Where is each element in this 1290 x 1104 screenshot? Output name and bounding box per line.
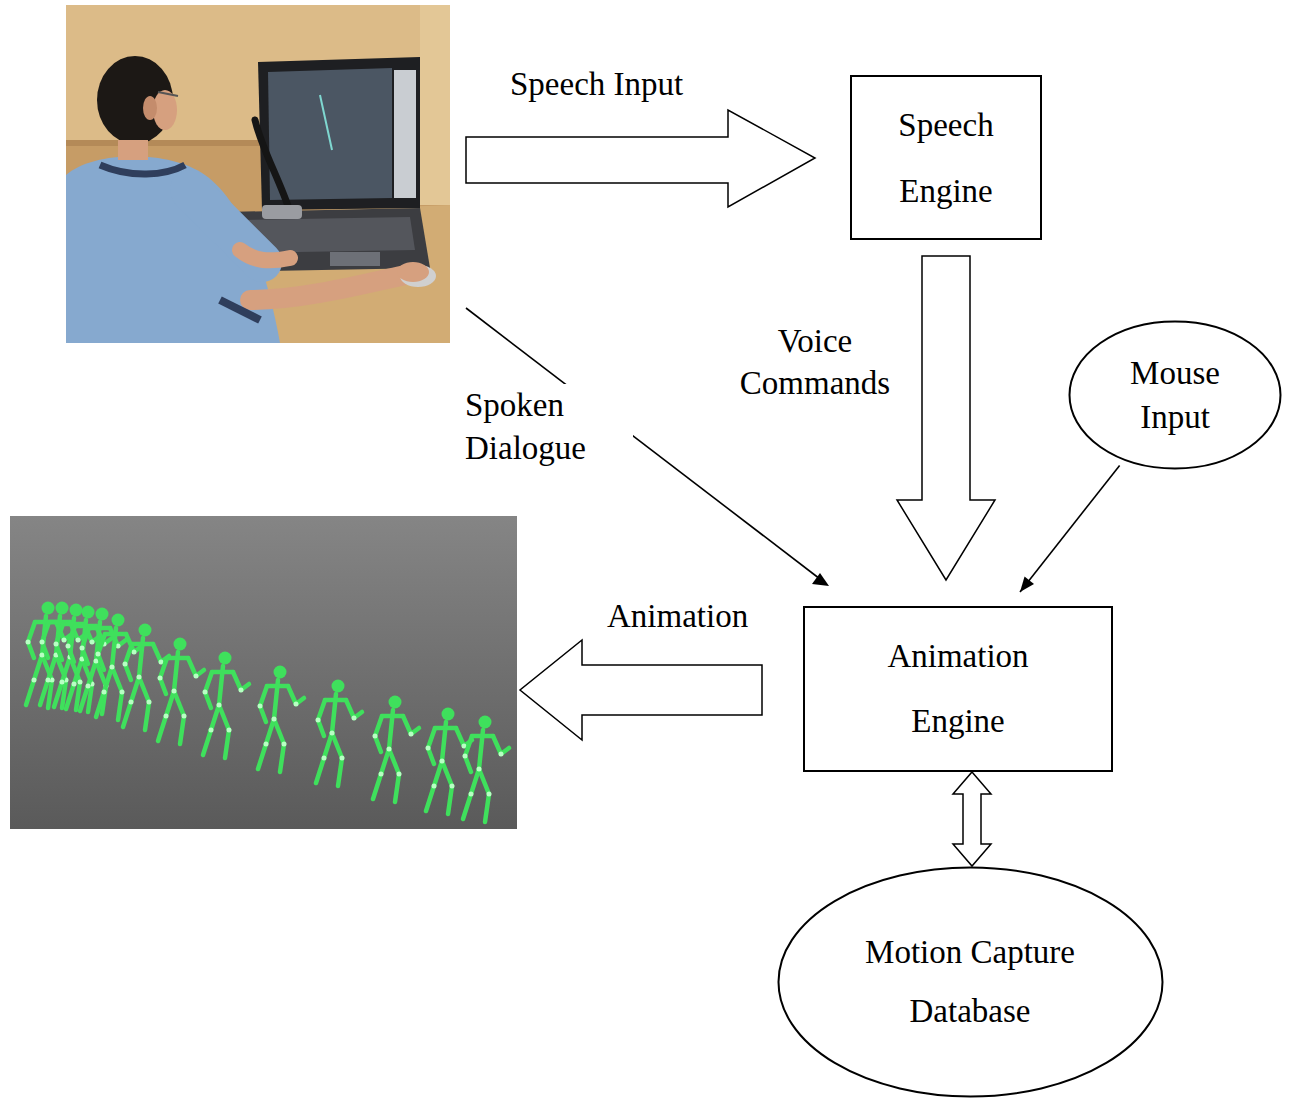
database-ellipse: Motion Capture Database <box>777 866 1164 1098</box>
node-label: Motion Capture Database <box>840 923 1100 1041</box>
arrow-label: Spoken Dialogue <box>462 384 633 470</box>
node-text-group: Speech Engine <box>871 92 1021 224</box>
ellipse-outline <box>778 868 1162 1097</box>
illustration-part <box>96 614 143 721</box>
user-photo <box>66 5 450 343</box>
ellipse-outline <box>1068 320 1282 470</box>
arrow-head <box>812 573 829 586</box>
illustration-part <box>394 70 416 198</box>
node-label: Speech Engine <box>871 92 1021 224</box>
illustration-part <box>255 120 290 212</box>
edge-label: Voice Commands <box>725 320 905 404</box>
connector-arrow <box>897 256 995 580</box>
illustration-part <box>240 250 290 260</box>
node-label: Mouse Input <box>1105 351 1245 439</box>
input-ellipse: Mouse Input <box>1068 320 1282 470</box>
node-text-group: Mouse Input <box>1105 351 1245 439</box>
ellipse-outline <box>777 866 1164 1098</box>
process-box: Animation Engine <box>803 606 1113 772</box>
illustration-part <box>54 604 101 711</box>
illustration-part <box>250 275 405 300</box>
animation-image <box>10 516 517 829</box>
illustration-part <box>420 5 450 205</box>
node-text-group: Motion Capture Database <box>840 923 1100 1041</box>
block-arrow <box>466 110 815 207</box>
illustration-part <box>463 716 510 823</box>
node-label: Animation Engine <box>848 624 1068 754</box>
illustration-part <box>66 5 450 343</box>
arrow-line <box>1020 465 1120 592</box>
illustration-part <box>220 300 260 320</box>
node-text-group: Animation Engine <box>848 624 1068 754</box>
illustration-part <box>258 666 305 773</box>
arrow-label: Animation <box>607 596 748 636</box>
connector-arrow <box>1020 465 1120 592</box>
ellipse-outline <box>1070 322 1281 469</box>
illustration-part <box>158 638 205 745</box>
illustration-part <box>320 95 332 150</box>
illustration-part <box>316 680 363 787</box>
block-arrow <box>897 256 995 580</box>
illustration-part <box>158 92 178 96</box>
illustration-part <box>262 205 302 219</box>
illustration-part <box>118 140 148 160</box>
illustration-part <box>100 165 185 174</box>
arrow-head <box>1020 577 1034 592</box>
illustration-part <box>397 262 429 282</box>
process-box: Speech Engine <box>850 75 1042 240</box>
arrow-label: Speech Input <box>510 64 683 104</box>
illustration-part <box>143 96 157 120</box>
block-arrow <box>520 640 762 740</box>
illustration-part <box>268 68 392 200</box>
illustration-part <box>10 516 517 829</box>
illustration-part <box>330 252 380 266</box>
connector-arrow <box>953 772 991 866</box>
illustration-part <box>373 696 420 803</box>
block-arrow <box>953 772 991 866</box>
illustration-part <box>203 652 250 759</box>
